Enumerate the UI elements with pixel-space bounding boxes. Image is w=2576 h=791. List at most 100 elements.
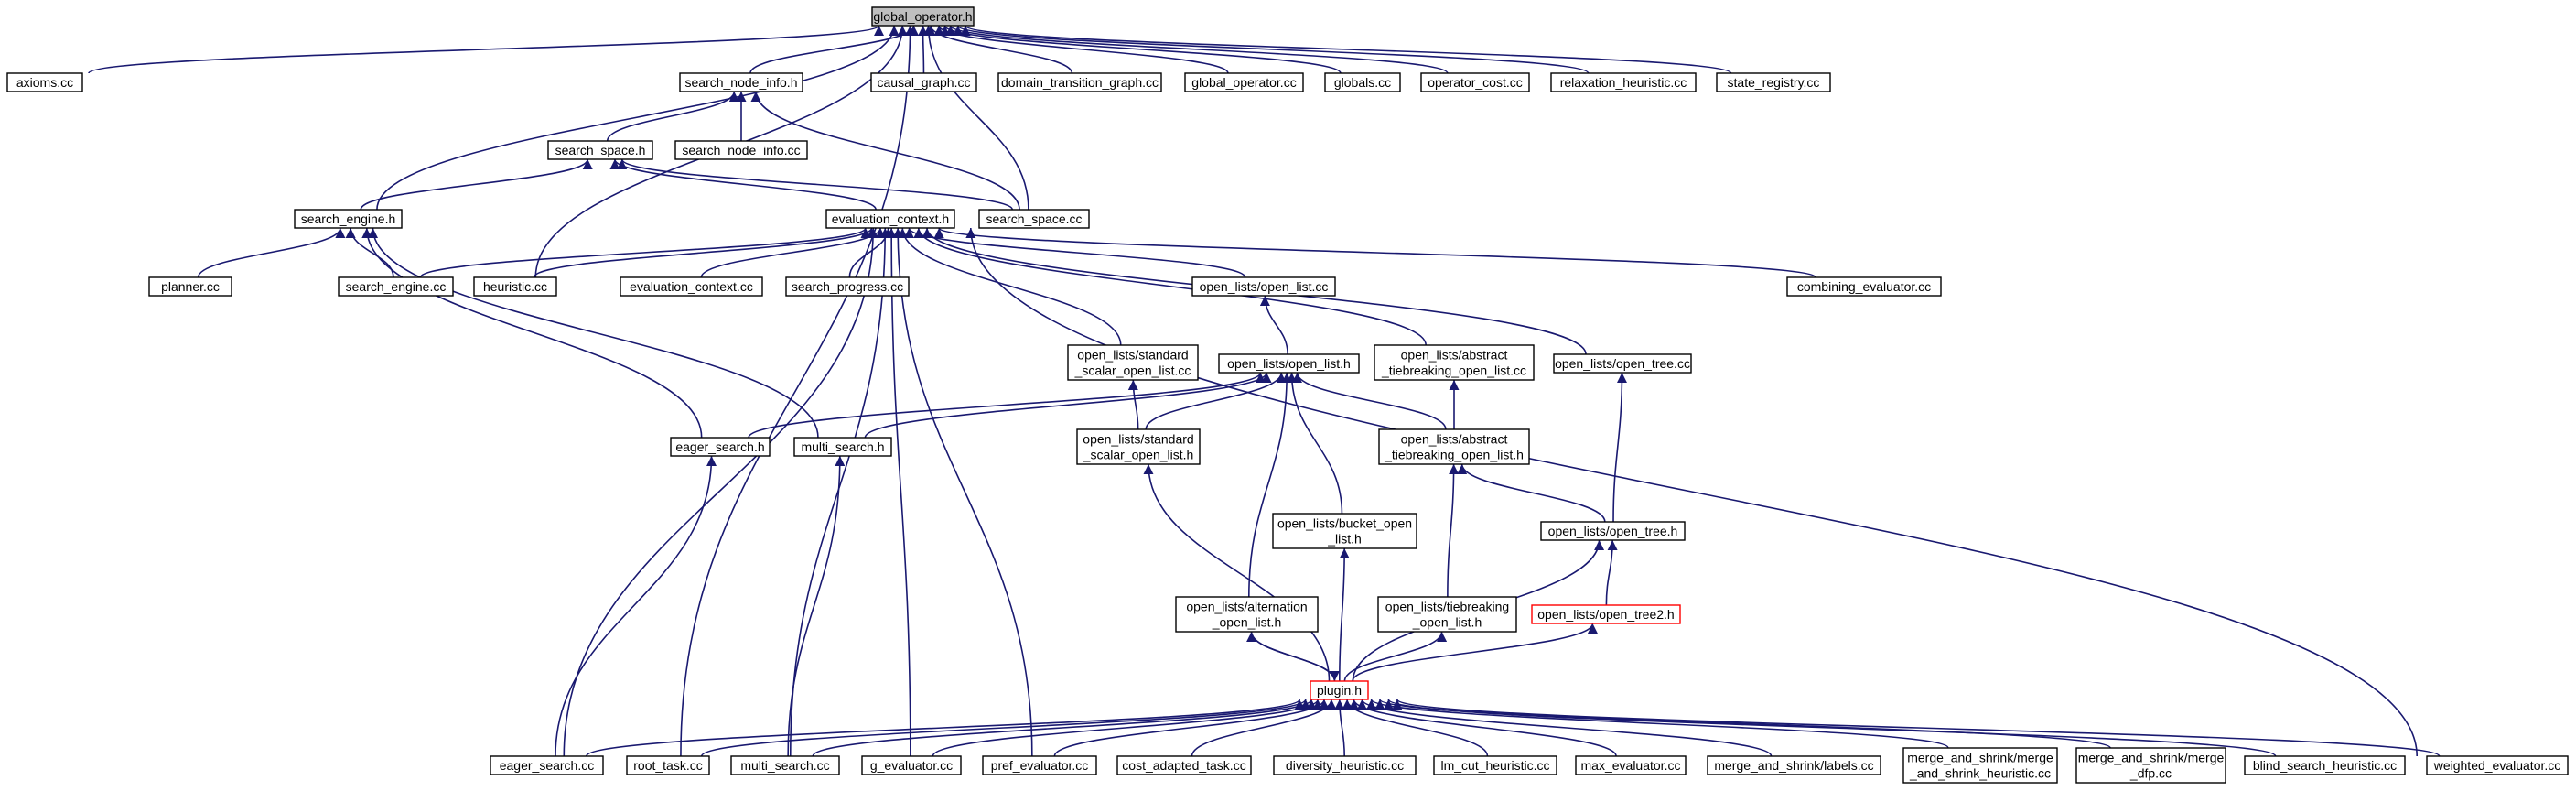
edge-operator-cost-cc-to-global-operator-h bbox=[945, 25, 1449, 74]
node-open-list-cc[interactable]: open_lists/open_list.cc bbox=[1191, 276, 1336, 297]
node-search-space-cc[interactable]: search_space.cc bbox=[978, 209, 1090, 229]
node-multi-search-h[interactable]: multi_search.h bbox=[793, 437, 892, 457]
edge-multi-search-cc-to-multi-search-h bbox=[787, 455, 846, 757]
edge-plugin-h-to-standard-scalar-open-list-h bbox=[1143, 463, 1331, 682]
node-box bbox=[982, 755, 1097, 775]
node-alternation-open-list-h[interactable]: open_lists/alternation_open_list.h bbox=[1175, 596, 1319, 633]
node-label: pref_evaluator.cc bbox=[991, 758, 1089, 773]
edge-open-tree2-h-to-open-tree-h bbox=[1605, 539, 1618, 606]
node-merge-and-shrink-heuristic-cc[interactable]: merge_and_shrink/merge_and_shrink_heuris… bbox=[1902, 747, 2058, 784]
node-box bbox=[861, 755, 962, 775]
node-open-tree-h[interactable]: open_lists/open_tree.h bbox=[1540, 521, 1686, 541]
node-heuristic-cc[interactable]: heuristic.cc bbox=[473, 276, 557, 297]
node-label: multi_search.h bbox=[801, 439, 884, 454]
node-search-node-info-cc[interactable]: search_node_info.cc bbox=[674, 140, 808, 160]
node-operator-cost-cc[interactable]: operator_cost.cc bbox=[1420, 72, 1530, 92]
node-tiebreaking-open-list-h[interactable]: open_lists/tiebreaking_open_list.h bbox=[1377, 596, 1517, 633]
node-global-operator-cc[interactable]: global_operator.cc bbox=[1184, 72, 1304, 92]
node-label: global_operator.h bbox=[873, 9, 972, 24]
node-label: open_lists/open_tree.h bbox=[1548, 524, 1678, 538]
edge-eager-search-cc-to-plugin-h bbox=[586, 699, 1305, 757]
nodes-layer: global_operator.h axioms.cc search_node_in… bbox=[6, 6, 2569, 784]
node-evaluation-context-h[interactable]: evaluation_context.h bbox=[825, 209, 955, 229]
node-box bbox=[2075, 747, 2226, 784]
node-label: causal_graph.cc bbox=[878, 75, 971, 90]
node-blind-search-heuristic-cc[interactable]: blind_search_heuristic.cc bbox=[2244, 755, 2406, 775]
edge-alternation-open-list-h-to-plugin-h bbox=[1250, 631, 1341, 682]
node-lm-cut-heuristic-cc[interactable]: lm_cut_heuristic.cc bbox=[1433, 755, 1557, 775]
node-domain-transition-graph-cc[interactable]: domain_transition_graph.cc bbox=[997, 72, 1162, 92]
node-search-progress-cc[interactable]: search_progress.cc bbox=[785, 276, 910, 297]
node-box bbox=[1272, 513, 1417, 549]
node-label: open_lists/abstract bbox=[1401, 432, 1508, 447]
node-g-evaluator-cc[interactable]: g_evaluator.cc bbox=[861, 755, 962, 775]
node-state-registry-cc[interactable]: state_registry.cc bbox=[1716, 72, 1831, 92]
node-standard-scalar-open-list-cc[interactable]: open_lists/standard_scalar_open_list.cc bbox=[1067, 344, 1199, 381]
node-plugin-h[interactable]: plugin.h bbox=[1310, 680, 1369, 700]
node-diversity-heuristic-cc[interactable]: diversity_heuristic.cc bbox=[1273, 755, 1417, 775]
node-standard-scalar-open-list-h[interactable]: open_lists/standard_scalar_open_list.h bbox=[1076, 428, 1201, 465]
node-axioms-cc[interactable]: axioms.cc bbox=[6, 72, 83, 92]
edge-combining-evaluator-cc-to-evaluation-context-h bbox=[934, 227, 1816, 278]
node-bucket-open-list-h[interactable]: open_lists/bucket_open_list.h bbox=[1272, 513, 1417, 549]
node-root-task-cc[interactable]: root_task.cc bbox=[626, 755, 710, 775]
node-causal-graph-cc[interactable]: causal_graph.cc bbox=[870, 72, 977, 92]
node-label: globals.cc bbox=[1334, 75, 1391, 90]
node-globals-cc[interactable]: globals.cc bbox=[1324, 72, 1401, 92]
node-box bbox=[1218, 353, 1360, 374]
edge-abstract-tiebreaking-open-list-cc-to-evaluation-context-h bbox=[913, 227, 1427, 346]
node-weighted-evaluator-cc[interactable]: weighted_evaluator.cc bbox=[2426, 755, 2569, 775]
node-planner-cc[interactable]: planner.cc bbox=[148, 276, 232, 297]
node-label: _tiebreaking_open_list.cc bbox=[1381, 363, 1526, 378]
node-cost-adapted-task-cc[interactable]: cost_adapted_task.cc bbox=[1116, 755, 1252, 775]
node-open-tree-cc[interactable]: open_lists/open_tree.cc bbox=[1553, 353, 1692, 374]
node-global-operator-h[interactable]: global_operator.h bbox=[871, 6, 975, 27]
node-label: search_space.h bbox=[555, 143, 646, 157]
node-label: cost_adapted_task.cc bbox=[1122, 758, 1245, 773]
node-label: root_task.cc bbox=[633, 758, 702, 773]
edge-causal-graph-cc-to-global-operator-h bbox=[917, 25, 929, 74]
node-open-tree2-h[interactable]: open_lists/open_tree2.h bbox=[1531, 604, 1681, 624]
node-label: search_engine.h bbox=[301, 211, 396, 226]
node-abstract-tiebreaking-open-list-h[interactable]: open_lists/abstract_tiebreaking_open_lis… bbox=[1378, 428, 1530, 465]
node-label: open_lists/alternation bbox=[1186, 600, 1307, 614]
node-box bbox=[1575, 755, 1687, 775]
node-relaxation-heuristic-cc[interactable]: relaxation_heuristic.cc bbox=[1550, 72, 1697, 92]
node-merge-and-shrink-labels-cc[interactable]: merge_and_shrink/labels.cc bbox=[1707, 755, 1881, 775]
node-open-list-h[interactable]: open_lists/open_list.h bbox=[1218, 353, 1360, 374]
edge-root-task-cc-to-plugin-h bbox=[700, 699, 1311, 757]
node-multi-search-cc[interactable]: multi_search.cc bbox=[730, 755, 840, 775]
node-combining-evaluator-cc[interactable]: combining_evaluator.cc bbox=[1786, 276, 1942, 297]
node-box bbox=[793, 437, 892, 457]
node-box bbox=[997, 72, 1162, 92]
node-box bbox=[1116, 755, 1252, 775]
node-label: open_lists/open_list.h bbox=[1227, 356, 1351, 371]
edge-standard-scalar-open-list-h-to-standard-scalar-open-list-cc bbox=[1127, 379, 1139, 430]
edge-pref-evaluator-cc-to-evaluation-context-h bbox=[892, 227, 1033, 757]
edge-merge-dfp-cc-to-plugin-h bbox=[1374, 699, 2111, 749]
node-max-evaluator-cc[interactable]: max_evaluator.cc bbox=[1575, 755, 1687, 775]
node-eager-search-cc[interactable]: eager_search.cc bbox=[490, 755, 604, 775]
node-abstract-tiebreaking-open-list-cc[interactable]: open_lists/abstract_tiebreaking_open_lis… bbox=[1374, 344, 1535, 381]
node-search-engine-cc[interactable]: search_engine.cc bbox=[338, 276, 454, 297]
node-label: open_lists/open_list.cc bbox=[1200, 279, 1329, 294]
node-eager-search-h[interactable]: eager_search.h bbox=[670, 437, 771, 457]
node-pref-evaluator-cc[interactable]: pref_evaluator.cc bbox=[982, 755, 1097, 775]
node-search-node-info-h[interactable]: search_node_info.h bbox=[679, 72, 803, 92]
node-label: eager_search.h bbox=[675, 439, 764, 454]
node-box bbox=[1067, 344, 1199, 381]
node-search-engine-h[interactable]: search_engine.h bbox=[294, 209, 403, 229]
node-search-space-h[interactable]: search_space.h bbox=[547, 140, 653, 160]
node-box bbox=[626, 755, 710, 775]
node-merge-dfp-cc[interactable]: merge_and_shrink/merge_dfp.cc bbox=[2075, 747, 2226, 784]
node-box bbox=[1191, 276, 1336, 297]
node-label: eager_search.cc bbox=[500, 758, 595, 773]
node-label: state_registry.cc bbox=[1728, 75, 1820, 90]
edge-weighted-evaluator-cc-to-plugin-h bbox=[1392, 699, 2441, 757]
edges-layer bbox=[88, 25, 2441, 757]
edge-plugin-h-to-open-tree2-h bbox=[1352, 623, 1598, 682]
edge-search-space-cc-to-global-operator-h bbox=[922, 25, 1029, 211]
node-evaluation-context-cc[interactable]: evaluation_context.cc bbox=[620, 276, 763, 297]
node-label: _scalar_open_list.cc bbox=[1074, 363, 1191, 378]
